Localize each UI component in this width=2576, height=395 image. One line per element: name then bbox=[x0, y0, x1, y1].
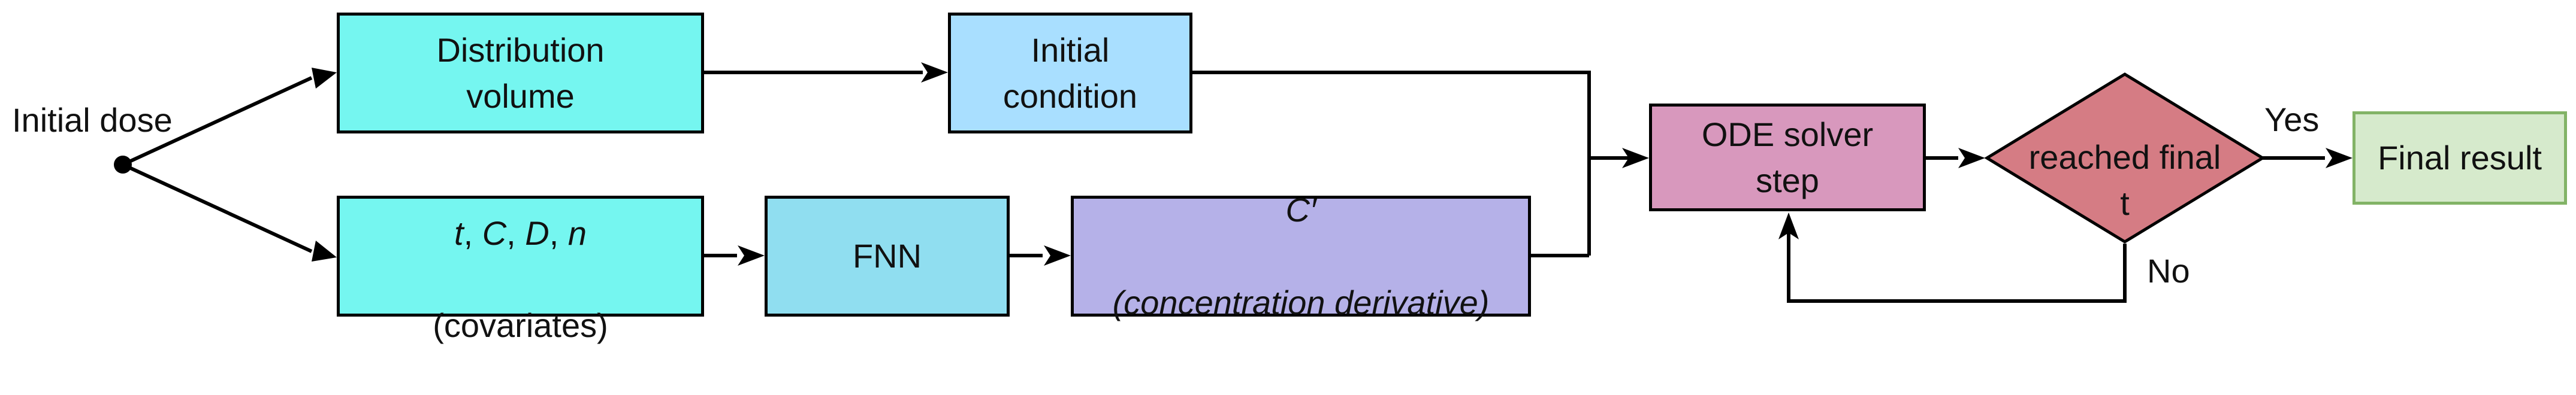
arrowhead-final bbox=[2326, 148, 2352, 168]
initial-condition-box: Initial condition bbox=[948, 13, 1192, 133]
edge-dose-to-distribution bbox=[122, 76, 313, 166]
decision-diamond bbox=[1984, 72, 2266, 244]
covariates-label: t, C, D, n (covariates) bbox=[433, 117, 608, 395]
arrowhead-loop bbox=[1778, 212, 1799, 239]
start-dot bbox=[114, 156, 132, 174]
covariate-n: n bbox=[567, 214, 587, 252]
edge-initial-to-merge bbox=[1192, 71, 1591, 256]
covariate-t: t bbox=[454, 214, 464, 252]
covariates-box: t, C, D, n (covariates) bbox=[337, 196, 704, 344]
no-edge-label: No bbox=[2147, 252, 2190, 290]
yes-edge-label: Yes bbox=[2264, 101, 2320, 138]
covariate-d: D bbox=[525, 214, 549, 252]
initial-dose-label: Initial dose bbox=[12, 101, 173, 139]
derivative-symbol: C′ bbox=[1285, 191, 1316, 229]
covariates-sub-label: (covariates) bbox=[433, 306, 608, 345]
arrowhead-distribution bbox=[312, 68, 337, 89]
derivative-label: C′ (concentration derivative) bbox=[1113, 141, 1490, 372]
ode-solver-label: ODE solver step bbox=[1701, 115, 1874, 199]
arrowhead-derivative bbox=[1044, 245, 1071, 266]
derivative-description: (concentration derivative) bbox=[1112, 283, 1490, 321]
covariate-sep-2: , bbox=[506, 214, 526, 252]
arrowhead-initial bbox=[921, 62, 948, 83]
arrowhead-decision-in bbox=[1958, 148, 1985, 168]
distribution-volume-label: Distribution volume bbox=[436, 31, 605, 115]
arrowhead-covariates bbox=[312, 241, 337, 262]
distribution-volume-box: Distribution volume bbox=[337, 13, 704, 133]
flowchart-connectors bbox=[114, 62, 2352, 303]
decision-label: reached final t bbox=[2028, 138, 2221, 223]
initial-condition-label: Initial condition bbox=[1002, 31, 1138, 115]
edge-dose-to-covariates bbox=[122, 163, 313, 253]
edge-no-loop-back bbox=[1787, 230, 2127, 303]
covariates-vars-line: t, C, D, n bbox=[433, 163, 608, 256]
final-result-label: Final result bbox=[2378, 139, 2542, 177]
covariate-sep-3: , bbox=[549, 214, 568, 252]
fnn-box: FNN bbox=[765, 196, 1010, 317]
ode-solver-step-box: ODE solver step bbox=[1649, 104, 1926, 211]
arrowhead-ode-in bbox=[1622, 148, 1649, 168]
final-result-box: Final result bbox=[2352, 111, 2567, 205]
concentration-derivative-box: C′ (concentration derivative) bbox=[1071, 191, 1531, 321]
covariate-c: C bbox=[482, 214, 507, 252]
arrowhead-fnn bbox=[738, 245, 765, 266]
covariate-sep-1: , bbox=[463, 214, 482, 252]
fnn-label: FNN bbox=[852, 237, 922, 275]
